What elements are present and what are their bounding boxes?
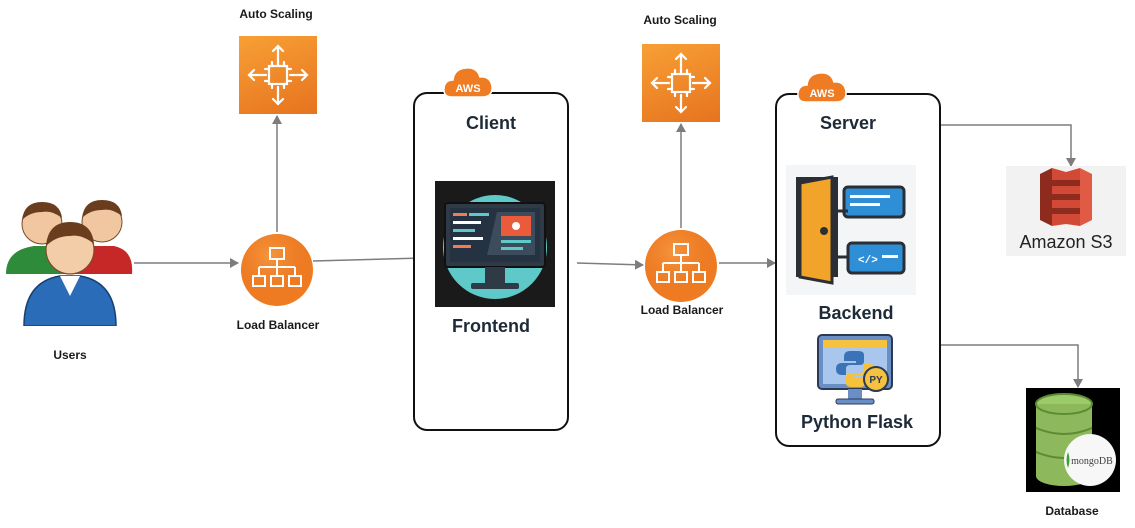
s3-label: Amazon S3 [1019,232,1113,252]
aws-cloud-icon: AWS [796,68,848,106]
load-balancer-icon [239,232,315,308]
mongodb-database-icon: mongoDB [1026,388,1120,492]
load-balancer-label: Load Balancer [236,318,320,332]
s3-bucket-icon [1006,166,1126,256]
users-icon [4,196,136,327]
aws-badge-text: AWS [455,83,480,95]
python-badge-text: PY [869,375,883,386]
frontend-label: Frontend [452,316,530,336]
python-monitor-icon: PY [814,331,896,409]
auto-scaling-icon [239,36,317,114]
arrow-server-to-s3 [938,124,1076,167]
load-balancer-icon [643,228,719,304]
aws-badge-text: AWS [809,88,834,100]
server-title: Server [819,113,877,133]
aws-cloud-icon: AWS [442,63,494,101]
auto-scaling-icon [642,44,720,122]
users-label: Users [53,348,87,362]
backend-label: Backend [818,303,894,323]
load-balancer-label: Load Balancer [640,303,724,317]
auto-scaling-label: Auto Scaling [239,7,313,21]
arrow-server-to-db [938,344,1083,388]
client-title: Client [465,113,516,133]
svg-text:</>: </> [858,255,878,267]
arrow-client-to-lb2 [576,259,644,270]
arrow-lb1-to-client [312,253,424,264]
mongodb-text: mongoDB [1071,456,1113,467]
monitor-code-icon [435,181,555,307]
auto-scaling-label: Auto Scaling [643,13,717,27]
database-label: Database [1045,504,1099,518]
door-code-icon: </> [786,165,916,295]
python-flask-label: Python Flask [800,412,914,432]
